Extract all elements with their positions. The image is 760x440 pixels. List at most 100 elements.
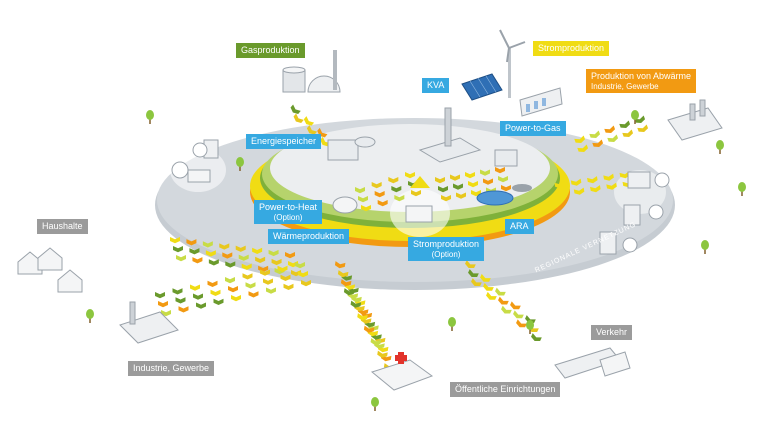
label-power-to-heat: Power-to-Heat (Option) xyxy=(254,200,323,224)
flow-arrow xyxy=(483,178,493,185)
flow-arrow xyxy=(606,182,617,190)
flow-arrow xyxy=(285,252,295,259)
flow-arrow xyxy=(235,245,246,252)
label-power-to-heat-title: Power-to-Heat xyxy=(259,202,318,212)
flow-arrow xyxy=(196,302,206,309)
flow-arrow xyxy=(377,200,388,207)
flow-arrow xyxy=(340,279,352,287)
flow-arrow xyxy=(371,182,382,189)
label-energiespeicher: Energiespeicher xyxy=(246,134,322,149)
train-icon xyxy=(554,347,631,379)
flow-arrow xyxy=(570,178,582,186)
center-power-unit-icon xyxy=(405,176,433,223)
flow-arrow xyxy=(394,195,405,202)
label-verkehr: Verkehr xyxy=(591,325,633,340)
label-stromproduktion-top: Stromproduktion xyxy=(533,41,610,56)
flow-arrow xyxy=(363,325,375,333)
flow-arrow xyxy=(303,116,315,126)
flow-arrow xyxy=(277,265,288,272)
power-to-heat-icon xyxy=(332,196,358,214)
flow-arrow xyxy=(213,298,224,305)
flow-arrow xyxy=(411,190,421,197)
tree-trunk xyxy=(239,165,241,171)
flow-arrow xyxy=(190,284,200,291)
flow-arrow xyxy=(374,191,385,198)
flow-arrow xyxy=(193,293,203,300)
label-stromproduktion-center-sub: (Option) xyxy=(431,250,461,259)
flow-arrow xyxy=(480,273,491,282)
solar-panel-icon xyxy=(461,73,503,101)
tree-trunk xyxy=(529,328,531,334)
flow-arrow xyxy=(228,286,238,293)
tree-crown xyxy=(701,240,709,250)
flow-arrow xyxy=(361,205,371,212)
leaf-icon xyxy=(171,142,670,253)
flow-arrow xyxy=(391,186,402,193)
flow-arrow xyxy=(405,172,415,179)
tree-crown xyxy=(526,320,534,330)
flow-arrow xyxy=(268,249,279,257)
flow-arrow xyxy=(501,185,511,192)
flow-arrow xyxy=(225,277,235,284)
label-ara: ARA xyxy=(505,219,534,234)
flow-arrow xyxy=(589,130,601,139)
flow-arrow xyxy=(435,177,445,184)
right-storage-icon xyxy=(599,171,651,255)
flow-arrow xyxy=(554,181,566,189)
factory-icon xyxy=(667,99,723,141)
kva-plant-icon xyxy=(418,107,482,163)
flow-arrow xyxy=(577,144,589,153)
flow-arrow xyxy=(334,261,346,269)
label-waermeproduktion: Wärmeproduktion xyxy=(268,229,350,244)
label-power-to-heat-sub: (Option) xyxy=(273,213,303,222)
flow-arrow xyxy=(513,310,524,319)
flow-arrow xyxy=(173,246,183,253)
energy-storage-icon xyxy=(327,136,376,161)
flow-arrow xyxy=(637,124,649,133)
flow-arrow xyxy=(592,139,604,148)
label-produktion-abwaerme: Produktion von Abwärme Industrie, Gewerb… xyxy=(586,69,697,93)
tree-crown xyxy=(716,140,724,150)
flow-arrow xyxy=(241,263,252,270)
flow-arrow xyxy=(208,259,219,266)
flow-arrow xyxy=(295,262,305,269)
flow-arrow xyxy=(622,129,634,138)
label-power-to-gas: Power-to-Gas xyxy=(500,121,566,136)
flow-arrow xyxy=(231,295,241,302)
flow-arrow xyxy=(438,186,448,193)
flow-arrow xyxy=(557,190,569,198)
tree-icon xyxy=(86,110,746,411)
house-icon xyxy=(17,247,83,293)
flow-arrow xyxy=(158,301,168,308)
flow-arrow xyxy=(280,274,291,281)
flow-arrow xyxy=(283,283,294,290)
flow-arrow xyxy=(603,173,614,181)
tree-trunk xyxy=(719,148,721,154)
flow-arrow xyxy=(189,248,200,255)
power-to-gas-icon xyxy=(494,149,518,167)
left-storage-icon xyxy=(187,139,219,183)
flow-arrow xyxy=(370,338,382,346)
flow-arrow xyxy=(207,280,218,287)
flow-arrow xyxy=(155,292,165,299)
flow-arrow xyxy=(377,350,388,358)
flow-arrow xyxy=(175,297,186,304)
flow-arrow xyxy=(176,255,186,262)
flow-arrow xyxy=(172,288,183,295)
flow-arrow xyxy=(245,282,256,289)
flow-arrow xyxy=(498,176,508,183)
tree-crown xyxy=(631,110,639,120)
flow-arrow xyxy=(468,181,478,188)
tree-crown xyxy=(146,110,154,120)
flow-arrow xyxy=(516,319,527,328)
flow-arrow xyxy=(252,247,263,254)
flow-arrow xyxy=(290,104,301,114)
flow-arrow xyxy=(271,258,282,266)
flow-arrow xyxy=(238,254,249,261)
flow-arrow xyxy=(495,287,506,296)
flow-arrow xyxy=(263,278,273,285)
tree-crown xyxy=(371,397,379,407)
flow-arrow xyxy=(573,187,585,195)
label-stromproduktion-center: Stromproduktion (Option) xyxy=(408,237,485,261)
flow-arrow xyxy=(222,252,233,259)
